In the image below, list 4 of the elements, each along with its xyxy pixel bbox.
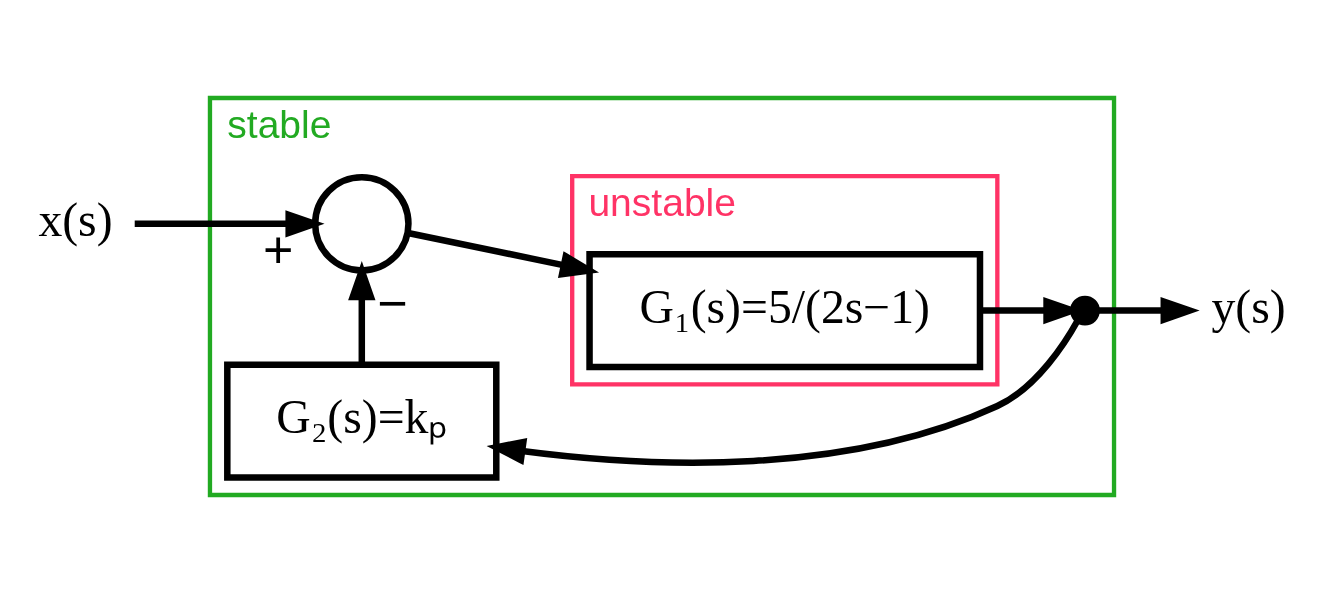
node-label: + — [262, 220, 294, 279]
node-text: x(s) — [38, 192, 113, 246]
node-text: y(s) — [1211, 279, 1286, 333]
node-label: − — [377, 273, 408, 332]
